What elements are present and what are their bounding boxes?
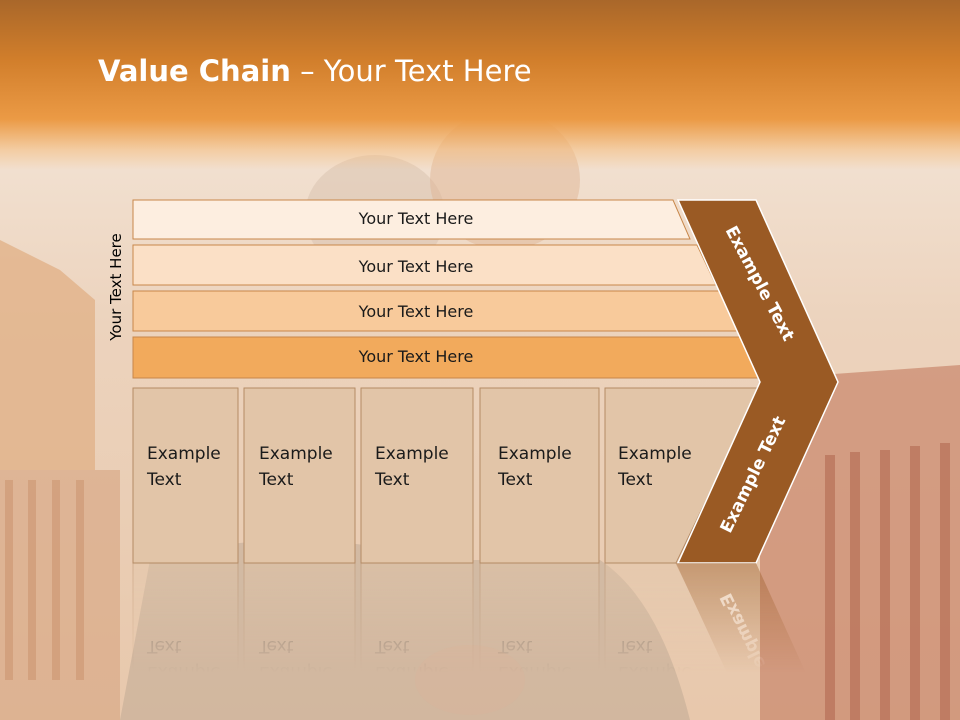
slide-title: Value Chain – Your Text Here (98, 54, 532, 88)
reflection-box-3-line1: Example (375, 662, 449, 682)
row-3-label: Your Text Here (358, 302, 474, 321)
reflection-box-3-line2: Text (374, 636, 410, 656)
box-4-line2: Text (497, 470, 533, 490)
box-5-line1: Example (618, 444, 692, 464)
reflection-box-2-line1: Example (259, 662, 333, 682)
box-1 (132, 387, 239, 564)
box-2 (243, 387, 356, 564)
reflection-box-4-line2: Text (497, 636, 533, 656)
box-2-line1: Example (259, 444, 333, 464)
box-5-line2: Text (617, 470, 653, 490)
reflection-box-2-line2: Text (258, 636, 294, 656)
box-1-line2: Text (146, 470, 182, 490)
title-bold: Value Chain (98, 54, 291, 88)
box-3 (360, 387, 474, 564)
reflection-box-5-line1: Example (618, 662, 692, 682)
row-4-label: Your Text Here (358, 347, 474, 366)
chevron-arrow (676, 199, 839, 564)
row-2-label: Your Text Here (358, 257, 474, 276)
box-1-line1: Example (147, 444, 221, 464)
box-4-line1: Example (498, 444, 572, 464)
title-rest: – Your Text Here (290, 54, 532, 88)
row-group (132, 199, 765, 379)
box-group (132, 387, 761, 564)
header-band (0, 0, 960, 170)
reflection-box-5-line2: Text (617, 636, 653, 656)
box-3-line2: Text (374, 470, 410, 490)
box-3-line1: Example (375, 444, 449, 464)
reflection-box-4-line1: Example (498, 662, 572, 682)
reflection-box-1-line1: Example (147, 662, 221, 682)
reflection-box-1-line2: Text (146, 636, 182, 656)
reflection: Example Text Example Text Example Text E… (132, 562, 828, 720)
row-1-label: Your Text Here (358, 209, 474, 228)
box-2-line2: Text (258, 470, 294, 490)
box-4 (479, 387, 600, 564)
row-1 (132, 199, 691, 240)
